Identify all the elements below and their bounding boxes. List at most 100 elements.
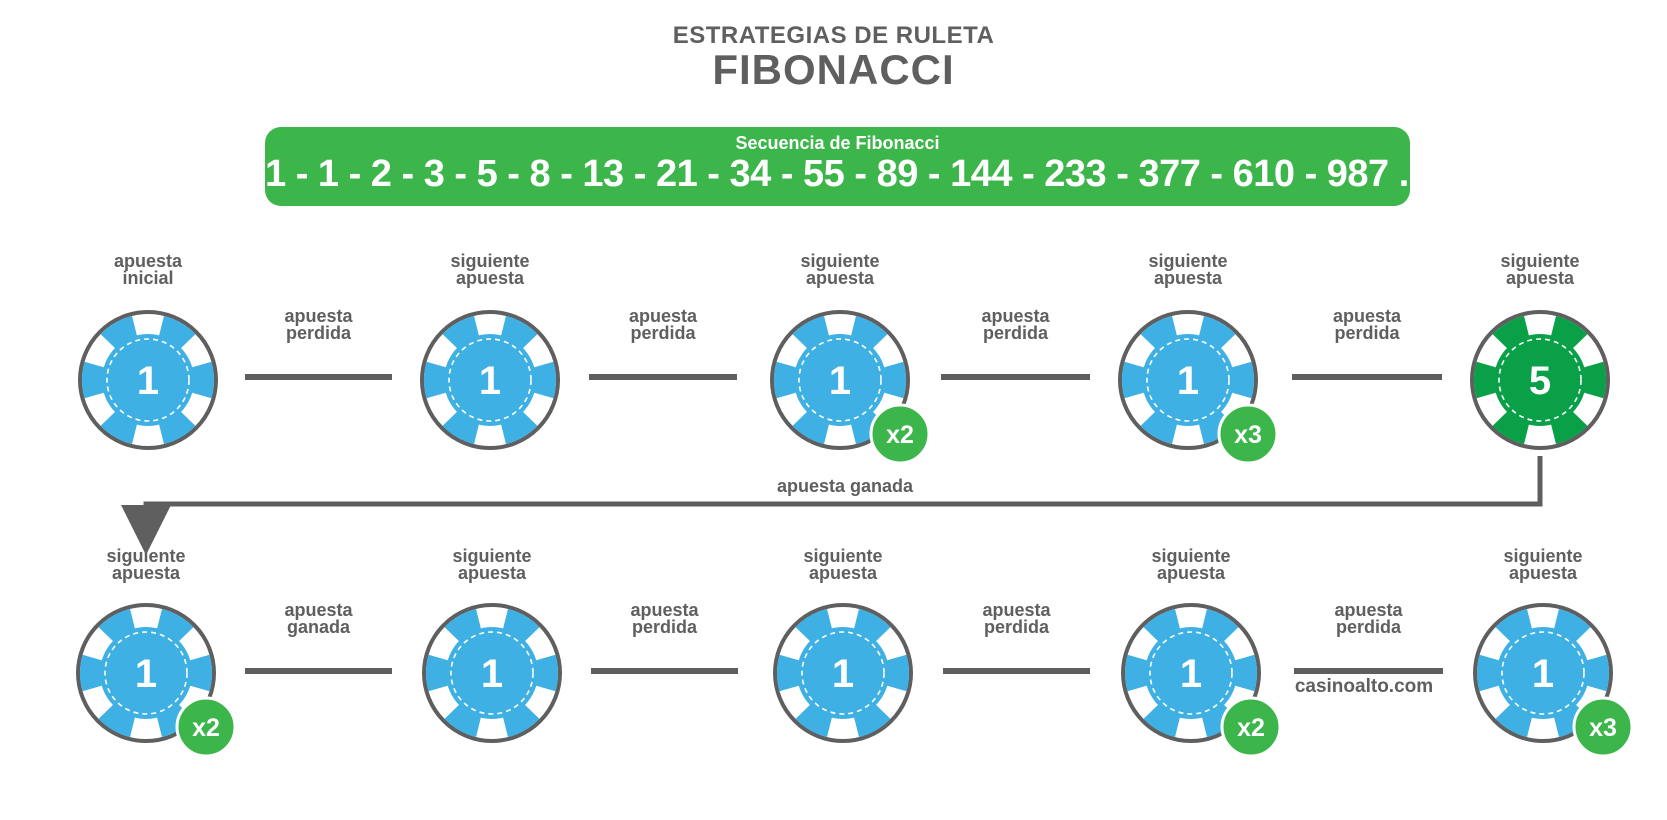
connector-label-line2: perdida: [984, 617, 1050, 637]
badge-text: x2: [886, 421, 914, 449]
chip-dashed-ring: [450, 631, 534, 715]
page-title: FIBONACCI: [712, 46, 955, 93]
chip-center: [794, 334, 886, 426]
connector-label-line1: apuesta: [982, 600, 1051, 620]
badge-circle: [1572, 696, 1634, 758]
chip-value: 1: [481, 652, 503, 696]
chip-label-line2: apuesta: [1154, 268, 1223, 288]
chip-label-line1: apuesta: [114, 251, 183, 271]
multiplier-badge: x3: [1217, 403, 1279, 465]
chip-value: 1: [137, 359, 159, 403]
fibonacci-sequence-banner: Secuencia de Fibonacci 1 - 1 - 2 - 3 - 5…: [265, 127, 1429, 206]
chip: 1: [78, 310, 218, 450]
chip-value: 1: [1180, 652, 1202, 696]
chip-dashed-ring: [798, 338, 882, 422]
chip-center: [444, 334, 536, 426]
chip-label-line2: apuesta: [112, 563, 181, 583]
chip-label-line2: apuesta: [1509, 563, 1578, 583]
chip: 1: [420, 310, 560, 450]
badge-text: x3: [1589, 714, 1617, 742]
connector-label-line1: apuesta: [981, 306, 1050, 326]
chip-value: 1: [1177, 359, 1199, 403]
chip: 1: [422, 603, 562, 743]
chip-value: 1: [829, 359, 851, 403]
chip: 1 x2: [1121, 603, 1282, 758]
chip: 1 x2: [770, 310, 931, 465]
badge-circle: [869, 403, 931, 465]
multiplier-badge: x3: [1572, 696, 1634, 758]
chip-dashed-ring: [801, 631, 885, 715]
subtitle: ESTRATEGIAS DE RULETA: [672, 22, 995, 49]
chip-dashed-ring: [106, 338, 190, 422]
chip-label-line1: siguiente: [1500, 251, 1579, 271]
connector-label-line1: apuesta: [284, 306, 353, 326]
chip-center: [102, 334, 194, 426]
connector-label-line2: perdida: [1336, 617, 1402, 637]
chip-center: [797, 627, 889, 719]
return-arrow: [121, 456, 1543, 555]
chip-label-line1: siguiente: [106, 546, 185, 566]
connector-label-line2: perdida: [983, 323, 1049, 343]
connector-label-line2: perdida: [632, 617, 698, 637]
chip: 1: [773, 603, 913, 743]
connector-label-line1: apuesta: [1333, 306, 1402, 326]
chip-label-line2: apuesta: [809, 563, 878, 583]
chip-label-line1: siguiente: [800, 251, 879, 271]
chip-center: [1142, 334, 1234, 426]
watermark: casinoalto.com: [1295, 676, 1433, 697]
return-label: apuesta ganada: [777, 476, 914, 496]
chip-label-line1: siguiente: [450, 251, 529, 271]
connector-label-line2: perdida: [1334, 323, 1400, 343]
chip: 1 x3: [1118, 310, 1279, 465]
chip-dashed-ring: [1501, 631, 1585, 715]
connector-label-line1: apuesta: [629, 306, 698, 326]
multiplier-badge: x2: [175, 696, 237, 758]
connector-label-line1: apuesta: [630, 600, 699, 620]
badge-text: x3: [1234, 421, 1262, 449]
sequence-values: 1 - 1 - 2 - 3 - 5 - 8 - 13 - 21 - 34 - 5…: [265, 153, 1429, 195]
chip: 5: [1470, 310, 1610, 450]
badge-text: x2: [192, 714, 220, 742]
badge-circle: [1217, 403, 1279, 465]
chip-label-line2: apuesta: [1506, 268, 1575, 288]
multiplier-badge: x2: [1220, 696, 1282, 758]
connector-label-line1: apuesta: [1334, 600, 1403, 620]
chip-center: [1145, 627, 1237, 719]
chip: 1 x3: [1473, 603, 1634, 758]
chip-dashed-ring: [104, 631, 188, 715]
chip-center: [100, 627, 192, 719]
chip-label-line2: apuesta: [458, 563, 527, 583]
multiplier-badge: x2: [869, 403, 931, 465]
badge-text: x2: [1237, 714, 1265, 742]
badge-circle: [1220, 696, 1282, 758]
chip: 1 x2: [76, 603, 237, 758]
connector-label-line1: apuesta: [284, 600, 353, 620]
connector-label-line2: perdida: [286, 323, 352, 343]
connector-label-line2: perdida: [630, 323, 696, 343]
chip-label-line1: siguiente: [1148, 251, 1227, 271]
chip-center: [1494, 334, 1586, 426]
chip-label-line1: siguiente: [1503, 546, 1582, 566]
chip-label-line1: siguiente: [452, 546, 531, 566]
chip-label-line2: apuesta: [806, 268, 875, 288]
sequence-label: Secuencia de Fibonacci: [735, 133, 940, 153]
chip-dashed-ring: [1146, 338, 1230, 422]
connector-label-line2: ganada: [287, 617, 351, 637]
chip-value: 5: [1529, 359, 1551, 403]
chip-label-line1: siguiente: [803, 546, 882, 566]
chip-value: 1: [135, 652, 157, 696]
chip-label-line2: inicial: [122, 268, 173, 288]
chip-label-line2: apuesta: [456, 268, 525, 288]
chip-dashed-ring: [448, 338, 532, 422]
chip-value: 1: [1532, 652, 1554, 696]
chip-dashed-ring: [1149, 631, 1233, 715]
chip-center: [1497, 627, 1589, 719]
chip-value: 1: [832, 652, 854, 696]
badge-circle: [175, 696, 237, 758]
chip-dashed-ring: [1498, 338, 1582, 422]
chip-value: 1: [479, 359, 501, 403]
chip-label-line2: apuesta: [1157, 563, 1226, 583]
chip-center: [446, 627, 538, 719]
chip-label-line1: siguiente: [1151, 546, 1230, 566]
